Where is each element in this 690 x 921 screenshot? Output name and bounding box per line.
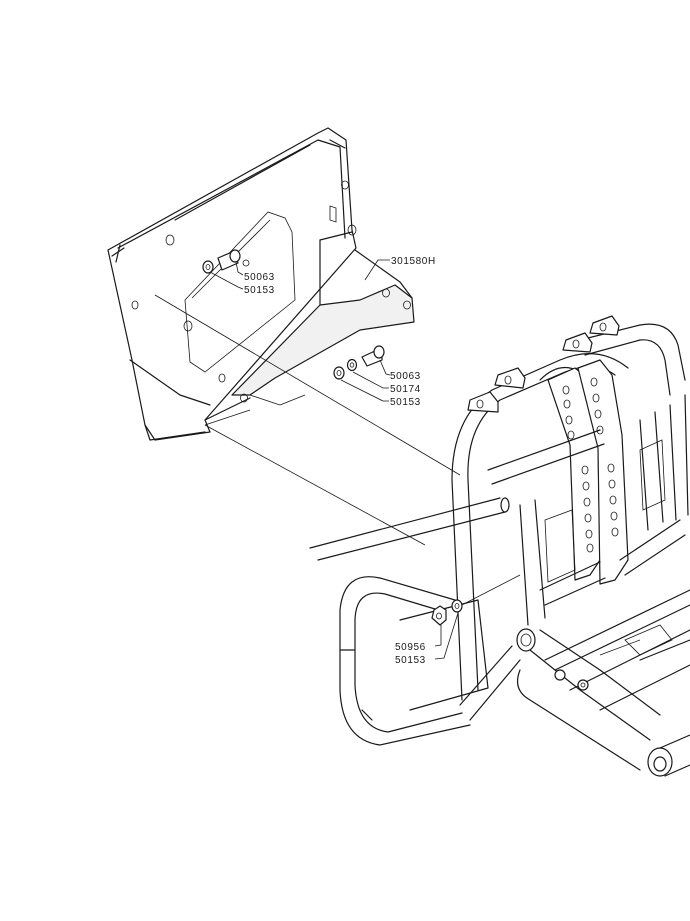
callout-upper-washer: 50153 <box>244 285 275 296</box>
callout-leaders <box>209 259 459 660</box>
callout-mid-washer: 50153 <box>390 397 421 408</box>
alignment-lines <box>154 294 521 609</box>
strap-holes <box>562 377 619 553</box>
callout-mid-bolt: 50063 <box>390 371 421 382</box>
callout-upper-bolt: 50063 <box>244 272 275 283</box>
callout-bracket-part: 301580H <box>391 256 436 267</box>
upper-bolt-hardware <box>202 249 241 274</box>
mid-bolt-hardware <box>333 345 385 380</box>
main-frame-assembly <box>309 315 690 777</box>
callout-lower-washer: 50153 <box>395 655 426 666</box>
callout-mid-lock-washer: 50174 <box>390 384 421 395</box>
callout-lower-nut: 50956 <box>395 642 426 653</box>
lower-nut-hardware <box>431 599 463 626</box>
